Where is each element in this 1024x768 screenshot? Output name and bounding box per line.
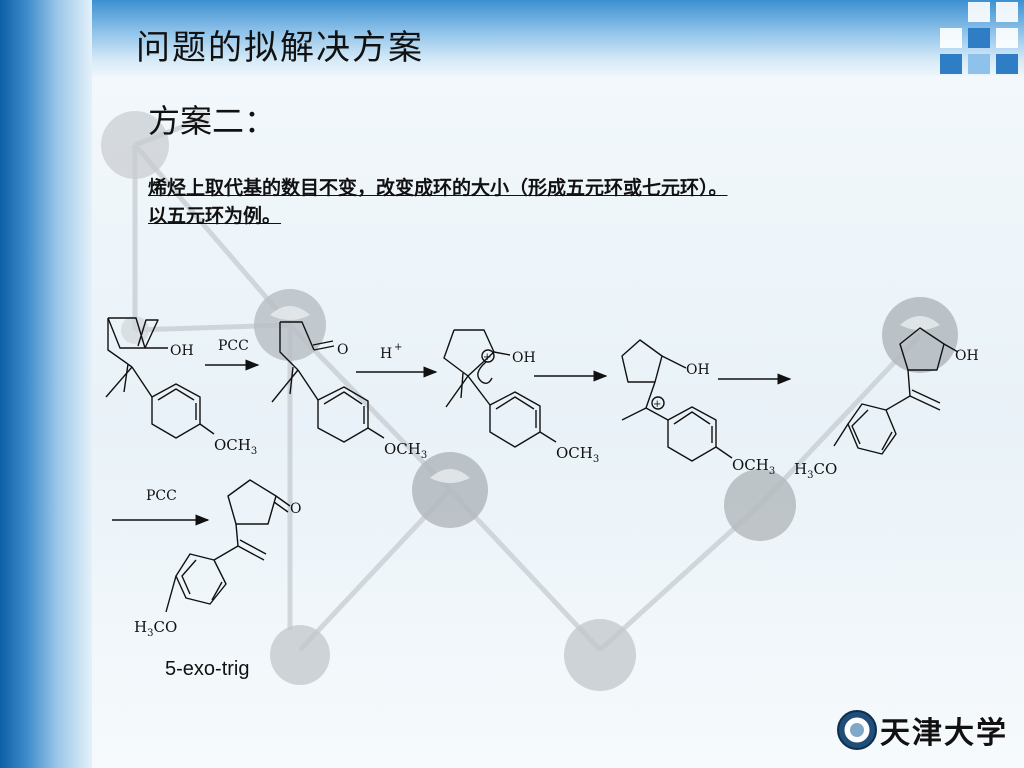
molecule-4-cyclopentyl-cation [621, 339, 733, 462]
molecule-1-alcohol [105, 317, 215, 439]
mol3-och3: OCH3 [556, 444, 599, 465]
molecule-5-alkene-product [833, 327, 959, 455]
molecule-2-aldehyde [271, 321, 385, 443]
mol5-h3co: H3CO [794, 460, 837, 481]
mol6-h3co: H3CO [134, 618, 177, 639]
slide-subtitle: 方案二： [148, 102, 277, 140]
mol5-oh: OH [955, 348, 979, 364]
reaction-type-label: 5-exo-trig [165, 658, 250, 680]
mol4-och3: OCH3 [732, 456, 775, 477]
mol4-plus-charge: + [653, 399, 661, 410]
description-line-2: 以五元环为例。 [148, 205, 282, 227]
mol1-oh: OH [170, 343, 194, 359]
reagent-pcc-2: PCC [146, 488, 177, 504]
mol3-oh: OH [512, 350, 536, 366]
reagent-pcc-1: PCC [218, 338, 249, 354]
mol2-o: O [337, 342, 348, 358]
mol4-oh: OH [686, 362, 710, 378]
mol2-och3: OCH3 [384, 440, 427, 461]
reagent-h: H [380, 346, 392, 362]
mol3-plus-charge: + [483, 352, 491, 363]
molecule-3-cation [443, 329, 557, 448]
description-text: 烯烃上取代基的数目不变，改变成环的大小（形成五元环或七元环）。 以五元环为例。 [148, 174, 958, 230]
description-line-1: 烯烃上取代基的数目不变，改变成环的大小（形成五元环或七元环）。 [148, 177, 728, 199]
molecule-6-ketone-product [165, 479, 291, 613]
mol6-o: O [290, 501, 301, 517]
university-seal-icon [837, 710, 877, 750]
university-name: 天津大学 [880, 716, 1008, 751]
left-gradient-bar [0, 0, 92, 768]
reagent-h-superscript: + [394, 342, 402, 353]
mol1-och3: OCH3 [214, 436, 257, 457]
top-gradient-bar [92, 0, 1024, 76]
slide-title: 问题的拟解决方案 [136, 28, 424, 68]
